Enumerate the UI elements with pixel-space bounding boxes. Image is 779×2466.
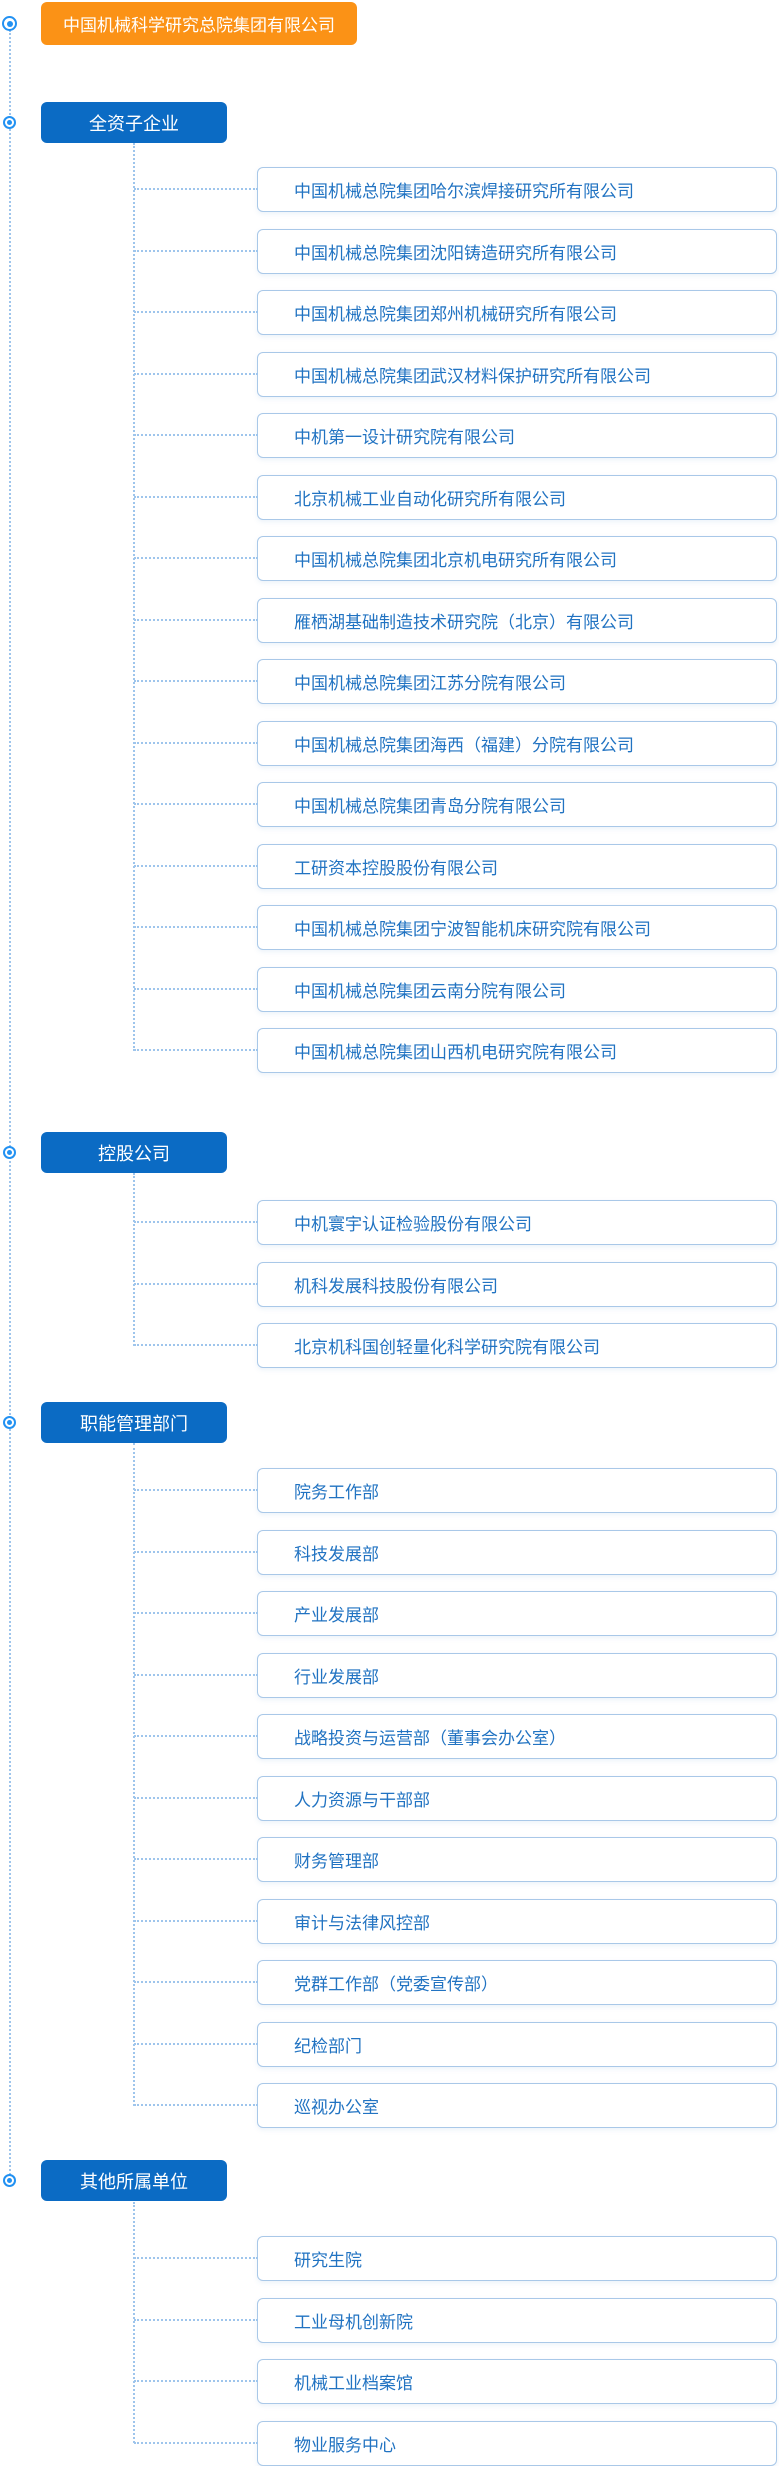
org-item[interactable]: 院务工作部 — [134, 1468, 777, 1513]
category-node-other-units[interactable]: 其他所属单位 — [41, 2160, 227, 2201]
org-item[interactable]: 中国机械总院集团武汉材料保护研究所有限公司 — [134, 351, 777, 397]
org-item[interactable]: 中国机械总院集团北京机电研究所有限公司 — [134, 536, 777, 581]
root-node-toggle-icon[interactable] — [2, 16, 17, 31]
org-item[interactable]: 审计与法律风控部 — [134, 1898, 777, 1944]
other-units-item-list: 研究生院 工业母机创新院 机械工业档案馆 物业服务中心 — [134, 2236, 777, 2466]
org-item[interactable]: 物业服务中心 — [134, 2420, 777, 2466]
holding-item-list: 中机寰宇认证检验股份有限公司 机科发展科技股份有限公司 北京机科国创轻量化科学研… — [134, 1200, 777, 1385]
org-item[interactable]: 中国机械总院集团云南分院有限公司 — [134, 966, 777, 1012]
org-item[interactable]: 研究生院 — [134, 2236, 777, 2281]
node-dot-icon — [7, 2178, 12, 2183]
category-node-subsidiaries[interactable]: 全资子企业 — [41, 102, 227, 143]
org-item[interactable]: 中机第一设计研究院有限公司 — [134, 413, 777, 458]
org-item[interactable]: 中国机械总院集团郑州机械研究所有限公司 — [134, 290, 777, 335]
org-item[interactable]: 中国机械总院集团江苏分院有限公司 — [134, 659, 777, 704]
org-item[interactable]: 中国机械总院集团哈尔滨焊接研究所有限公司 — [134, 167, 777, 212]
branch-dotted-line — [133, 2202, 135, 2443]
org-item[interactable]: 产业发展部 — [134, 1591, 777, 1636]
node-dot-icon — [7, 1150, 12, 1155]
category-node-toggle-icon[interactable] — [3, 2174, 16, 2187]
node-dot-icon — [7, 1420, 12, 1425]
org-item[interactable]: 中国机械总院集团宁波智能机床研究院有限公司 — [134, 905, 777, 950]
org-item[interactable]: 纪检部门 — [134, 2021, 777, 2067]
category-node-departments[interactable]: 职能管理部门 — [41, 1402, 227, 1443]
branch-dotted-line — [133, 143, 135, 1051]
org-item[interactable]: 北京机械工业自动化研究所有限公司 — [134, 474, 777, 520]
org-item[interactable]: 工研资本控股股份有限公司 — [134, 843, 777, 889]
branch-dotted-line — [133, 1173, 135, 1346]
org-item[interactable]: 财务管理部 — [134, 1837, 777, 1882]
org-item[interactable]: 人力资源与干部部 — [134, 1775, 777, 1821]
node-dot-icon — [7, 120, 12, 125]
org-item[interactable]: 行业发展部 — [134, 1652, 777, 1698]
org-item[interactable]: 中国机械总院集团沈阳铸造研究所有限公司 — [134, 228, 777, 274]
org-item[interactable]: 科技发展部 — [134, 1529, 777, 1575]
node-dot-icon — [6, 20, 13, 27]
org-item[interactable]: 中国机械总院集团青岛分院有限公司 — [134, 782, 777, 827]
category-node-toggle-icon[interactable] — [3, 1416, 16, 1429]
org-item[interactable]: 党群工作部（党委宣传部） — [134, 1960, 777, 2005]
org-item[interactable]: 战略投资与运营部（董事会办公室） — [134, 1714, 777, 1759]
org-item[interactable]: 中机寰宇认证检验股份有限公司 — [134, 1200, 777, 1245]
departments-item-list: 院务工作部 科技发展部 产业发展部 行业发展部 战略投资与运营部（董事会办公室）… — [134, 1468, 777, 2145]
category-node-toggle-icon[interactable] — [3, 1146, 16, 1159]
org-item[interactable]: 巡视办公室 — [134, 2083, 777, 2128]
org-item[interactable]: 中国机械总院集团海西（福建）分院有限公司 — [134, 720, 777, 766]
org-item[interactable]: 雁栖湖基础制造技术研究院（北京）有限公司 — [134, 597, 777, 643]
org-item[interactable]: 工业母机创新院 — [134, 2297, 777, 2343]
category-node-toggle-icon[interactable] — [3, 116, 16, 129]
subsidiaries-item-list: 中国机械总院集团哈尔滨焊接研究所有限公司 中国机械总院集团沈阳铸造研究所有限公司… — [134, 167, 777, 1090]
trunk-dotted-line — [9, 30, 11, 2182]
org-item[interactable]: 中国机械总院集团山西机电研究院有限公司 — [134, 1028, 777, 1073]
org-item[interactable]: 机科发展科技股份有限公司 — [134, 1261, 777, 1307]
org-item[interactable]: 北京机科国创轻量化科学研究院有限公司 — [134, 1323, 777, 1368]
org-item[interactable]: 机械工业档案馆 — [134, 2359, 777, 2404]
category-node-holding-companies[interactable]: 控股公司 — [41, 1132, 227, 1173]
root-company-node[interactable]: 中国机械科学研究总院集团有限公司 — [41, 2, 357, 45]
branch-dotted-line — [133, 1443, 135, 2106]
